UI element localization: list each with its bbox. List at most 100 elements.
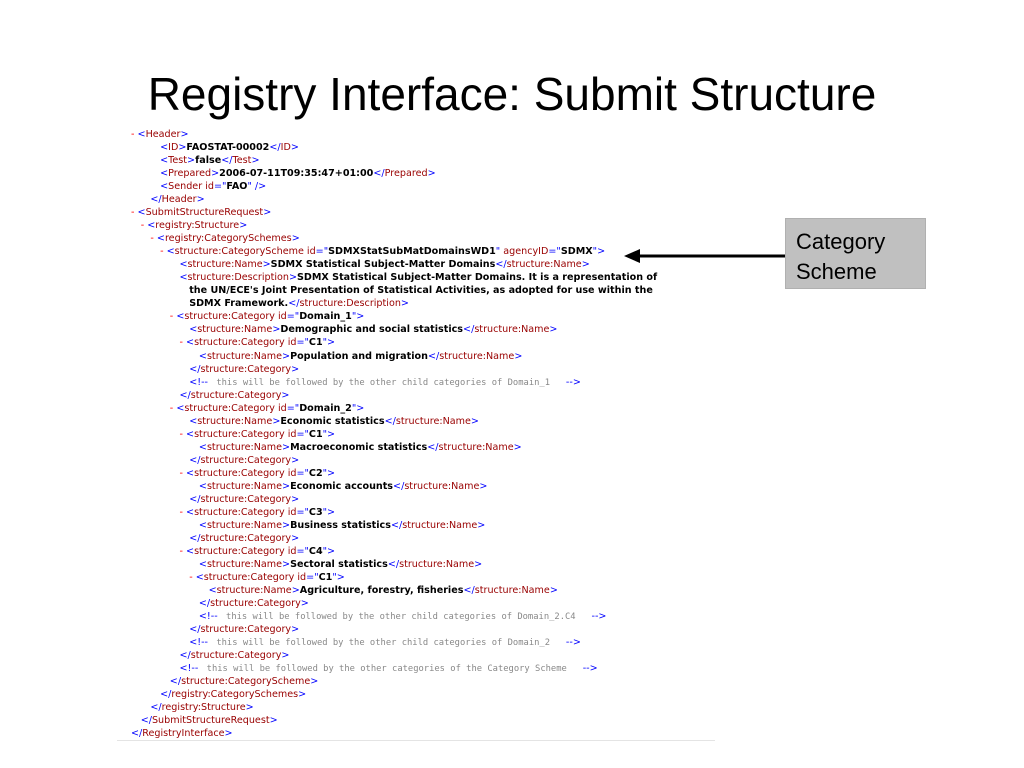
xml-line: <!-- this will be followed by the other … [199, 610, 607, 623]
xml-token: structure:Category [194, 337, 285, 349]
xml-token: Header [161, 194, 197, 206]
xml-token: </ [179, 389, 191, 401]
xml-token: > [513, 441, 522, 453]
xml-line[interactable]: - <structure:CategoryScheme id="SDMXStat… [160, 245, 605, 258]
xml-token: Population and migration [290, 350, 428, 362]
xml-token: <!-- [189, 376, 212, 388]
xml-line[interactable]: - <registry:Structure> [141, 219, 248, 232]
xml-token: </ [150, 702, 162, 714]
xml-line[interactable]: - <structure:Category id="C1"> [189, 571, 345, 584]
xml-line: </SubmitStructureRequest> [141, 714, 278, 727]
xml-token: < [198, 441, 207, 453]
xml-token: " /> [247, 181, 267, 193]
xml-token: > [196, 194, 205, 206]
xml-token: structure:Name [197, 324, 273, 336]
xml-token: < [176, 311, 185, 323]
xml-token: Economic accounts [290, 480, 394, 492]
collapse-toggle[interactable]: - [179, 337, 187, 349]
xml-token: </ [463, 324, 475, 336]
xml-line[interactable]: - <structure:Category id="Domain_1"> [170, 310, 365, 323]
xml-token: structure:Category [200, 493, 292, 505]
xml-token: </ [387, 558, 400, 570]
xml-line[interactable]: - <structure:Category id="C1"> [180, 336, 336, 349]
xml-token: structure:Name [197, 415, 273, 427]
xml-token: </ [384, 415, 396, 427]
xml-token: --> [565, 637, 581, 649]
xml-token: < [189, 324, 198, 336]
xml-line[interactable]: - <structure:Category id="C4"> [180, 545, 336, 558]
xml-token: </ [373, 168, 385, 180]
collapse-toggle[interactable]: - [131, 129, 138, 140]
xml-token: structure:Category [200, 363, 292, 375]
xml-token: > [282, 350, 291, 362]
collapse-toggle[interactable]: - [189, 572, 196, 584]
xml-token: id [284, 506, 297, 518]
xml-token: </ [269, 142, 281, 154]
collapse-toggle[interactable]: - [169, 402, 177, 414]
xml-token: < [195, 572, 204, 584]
xml-token: < [198, 519, 207, 531]
xml-line: </structure:Category> [189, 454, 299, 467]
xml-token: registry:CategorySchemes [171, 689, 299, 701]
xml-token: </ [179, 650, 191, 662]
xml-token: Economic statistics [280, 415, 385, 427]
xml-token: SDMX Statistical Subject-Matter Domains.… [297, 272, 658, 284]
xml-token: > [291, 454, 300, 466]
xml-line: <structure:Name>Sectoral statistics</str… [199, 558, 482, 571]
xml-token: structure:Name [206, 480, 283, 492]
xml-line: <structure:Name>Business statistics</str… [199, 519, 485, 532]
collapse-toggle[interactable]: - [131, 207, 138, 219]
xml-line[interactable]: - <structure:Category id="C1"> [180, 428, 336, 441]
xml-token: C4 [308, 545, 323, 557]
xml-token: "> [322, 337, 336, 349]
xml-line: <!-- this will be followed by the other … [180, 662, 598, 675]
xml-token: > [549, 324, 558, 336]
xml-token: structure:Category [184, 311, 275, 323]
xml-token: > [479, 480, 488, 492]
xml-token: =" [315, 246, 329, 258]
xml-line: <structure:Name>SDMX Statistical Subject… [180, 258, 590, 271]
collapse-toggle[interactable]: - [160, 246, 167, 258]
xml-line: <structure:Name>Macroeconomic statistics… [199, 441, 522, 454]
xml-line[interactable]: - <Header> [131, 128, 189, 141]
xml-token: </ [189, 493, 201, 505]
xml-line: </structure:Category> [199, 597, 309, 610]
xml-token: < [160, 142, 169, 154]
xml-token: <!-- [179, 663, 202, 675]
xml-token: > [291, 624, 300, 636]
xml-token: id [303, 246, 316, 258]
xml-token: structure:Category [194, 545, 285, 557]
xml-line[interactable]: - <registry:CategorySchemes> [150, 232, 299, 245]
collapse-toggle[interactable]: - [179, 428, 187, 440]
xml-token: </ [427, 441, 439, 453]
xml-token: > [262, 259, 271, 271]
collapse-toggle[interactable]: - [179, 467, 187, 479]
xml-token: </ [463, 585, 475, 597]
xml-line: <Sender id="FAO" /> [160, 180, 266, 193]
xml-token: structure:Category [200, 624, 292, 636]
xml-token: 2006-07-11T09:35:47+01:00 [219, 168, 374, 180]
xml-token: structure:Category [200, 532, 292, 544]
collapse-toggle[interactable]: - [140, 220, 148, 232]
xml-token: </ [131, 728, 143, 740]
xml-token: > [272, 415, 281, 427]
xml-token: > [288, 272, 298, 284]
xml-line[interactable]: - <structure:Category id="C2"> [180, 467, 336, 480]
xml-token: > [310, 676, 319, 688]
xml-line: <Test>false</Test> [160, 154, 259, 167]
callout-line-1: Category [796, 229, 886, 254]
xml-line: <ID>FAOSTAT-00002</ID> [160, 141, 299, 154]
xml-line[interactable]: - <SubmitStructureRequest> [131, 206, 271, 219]
xml-token: structure:Category [210, 598, 301, 610]
xml-line: </registry:CategorySchemes> [160, 688, 306, 701]
collapse-toggle[interactable]: - [169, 311, 177, 323]
collapse-toggle[interactable]: - [150, 233, 157, 245]
xml-token: > [282, 519, 291, 531]
collapse-toggle[interactable]: - [179, 506, 187, 518]
xml-line[interactable]: - <structure:Category id="Domain_2"> [170, 402, 365, 415]
xml-token: Prepared [168, 168, 212, 180]
collapse-toggle[interactable]: - [179, 545, 187, 557]
xml-token: <!-- [198, 611, 221, 623]
xml-token: < [137, 207, 146, 219]
xml-line[interactable]: - <structure:Category id="C3"> [180, 506, 336, 519]
